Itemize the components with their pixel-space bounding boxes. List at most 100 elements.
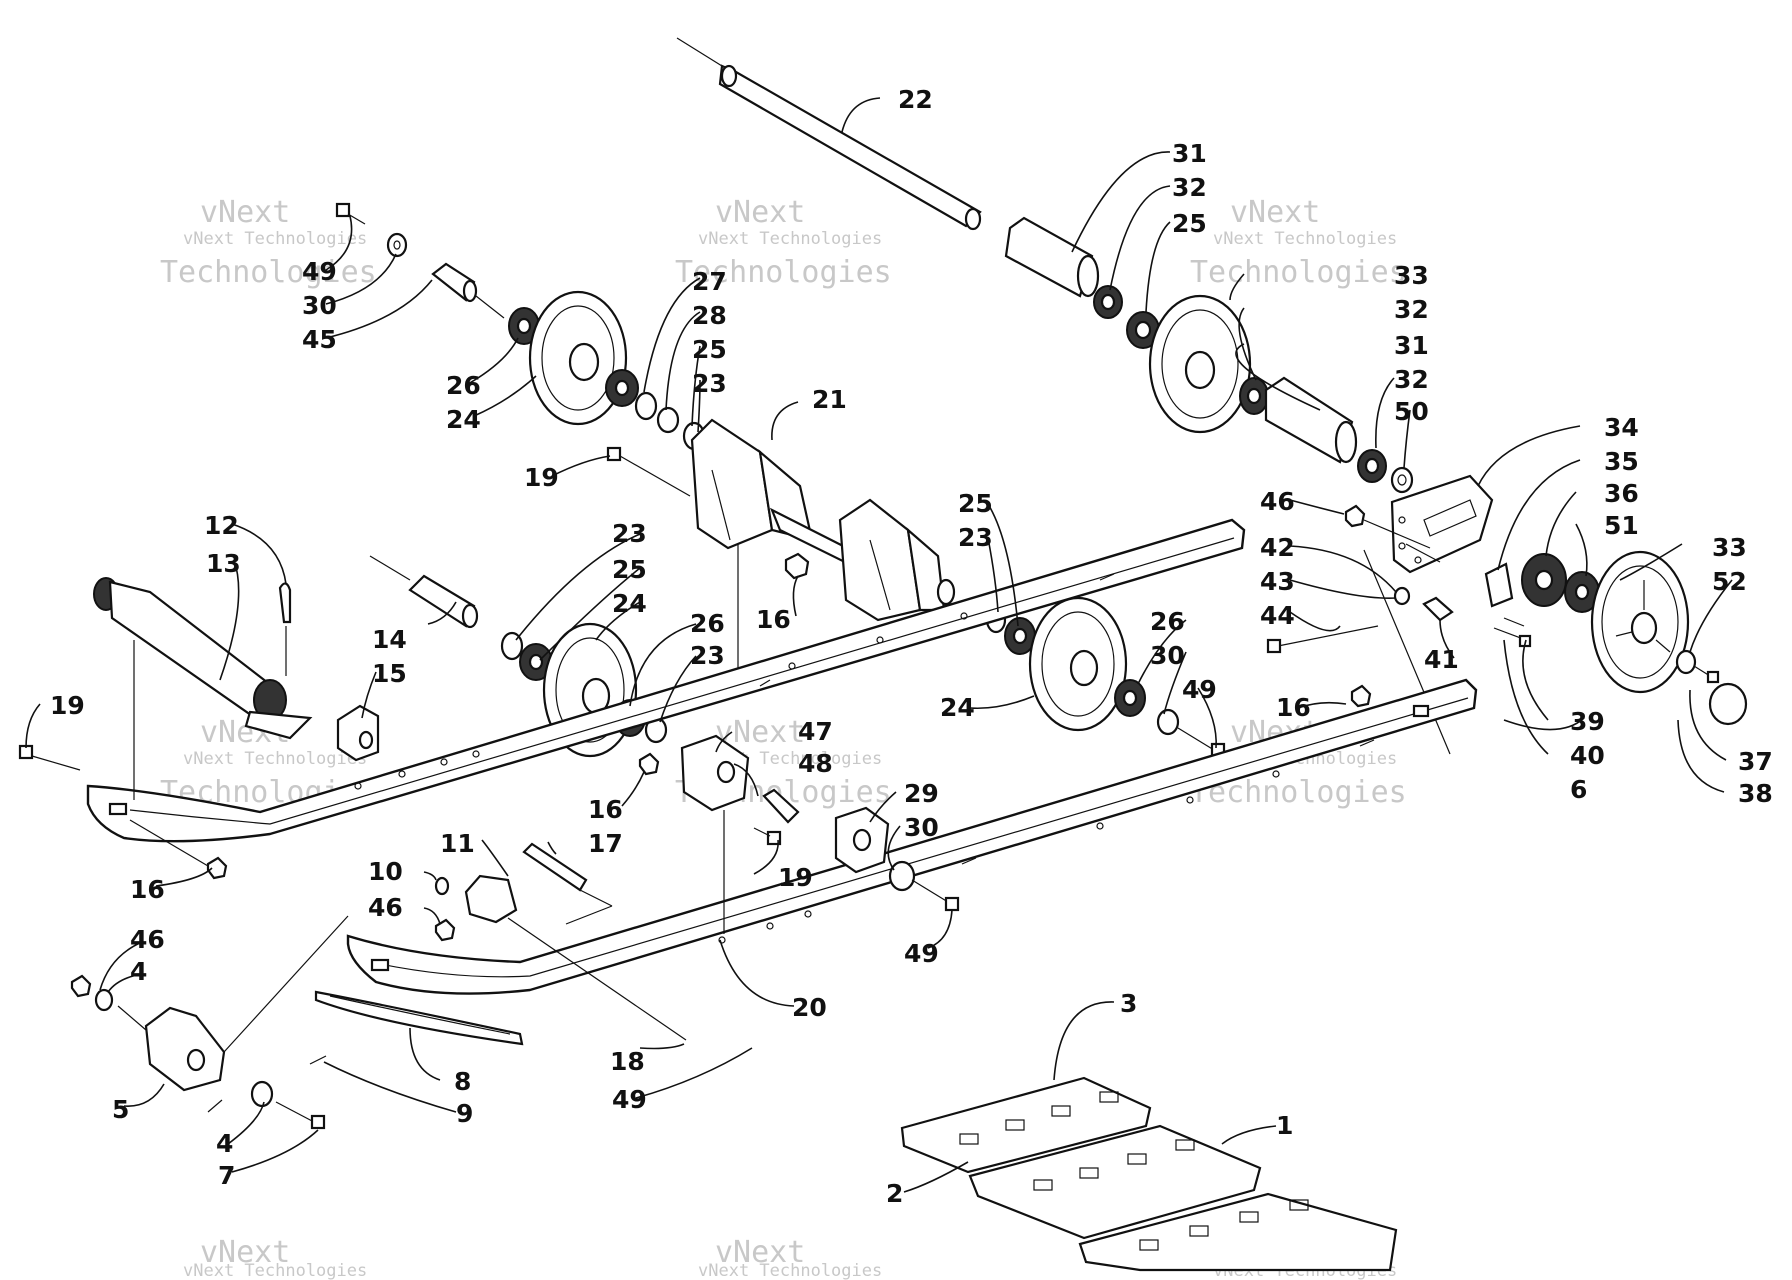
washer xyxy=(1156,708,1180,736)
callout-51: 51 xyxy=(1604,511,1639,540)
callout-24: 24 xyxy=(612,589,647,618)
callout-26: 26 xyxy=(690,609,725,638)
washer xyxy=(386,232,408,258)
washer xyxy=(1393,586,1411,606)
bolt xyxy=(911,879,960,912)
bushing xyxy=(1114,679,1146,717)
callout-40: 40 xyxy=(1570,741,1605,770)
svg-text:vNext: vNext xyxy=(715,195,805,230)
bracket xyxy=(336,704,380,762)
hub xyxy=(1521,553,1567,607)
callout-19: 19 xyxy=(778,863,813,892)
washer xyxy=(94,988,114,1012)
bushing xyxy=(1093,285,1123,319)
callout-5: 5 xyxy=(112,1095,129,1124)
callout-25: 25 xyxy=(958,489,993,518)
callout-12: 12 xyxy=(204,511,239,540)
callout-30: 30 xyxy=(1150,641,1185,670)
bushing xyxy=(1357,449,1387,483)
nut xyxy=(784,552,810,580)
washer xyxy=(434,876,450,896)
callout-24: 24 xyxy=(446,405,481,434)
callout-30: 30 xyxy=(904,813,939,842)
cotter-pin xyxy=(278,582,292,676)
hub-cap xyxy=(1708,682,1748,726)
wear-strip xyxy=(314,990,524,1046)
slide-rail xyxy=(86,518,1246,843)
callout-15: 15 xyxy=(372,659,407,688)
spacer xyxy=(431,262,478,303)
torsion-arm xyxy=(93,577,313,800)
callout-52: 52 xyxy=(1712,567,1747,596)
callout-16: 16 xyxy=(1276,693,1311,722)
callout-8: 8 xyxy=(454,1067,471,1096)
bushing xyxy=(605,369,639,407)
watermark: vNext vNext Technologies xyxy=(183,1235,367,1280)
bushing xyxy=(508,307,540,345)
callout-19: 19 xyxy=(524,463,559,492)
svg-text:Technologies: Technologies xyxy=(160,255,377,290)
nut xyxy=(1344,504,1366,528)
callout-31: 31 xyxy=(1172,139,1207,168)
bolt xyxy=(335,202,366,225)
svg-text:vNext Technologies: vNext Technologies xyxy=(183,749,367,769)
callout-13: 13 xyxy=(206,549,241,578)
rear-wheel xyxy=(1590,550,1690,694)
callout-17: 17 xyxy=(588,829,623,858)
track-belt xyxy=(900,1076,1398,1272)
callout-14: 14 xyxy=(372,625,407,654)
callout-37: 37 xyxy=(1738,747,1773,776)
pivot-arm xyxy=(690,418,956,622)
bolt xyxy=(275,1101,326,1130)
bolt xyxy=(1503,617,1525,627)
nut xyxy=(638,752,660,776)
callout-49: 49 xyxy=(904,939,939,968)
callout-49: 49 xyxy=(1182,675,1217,704)
spacer-rod xyxy=(522,842,613,925)
front-bumper xyxy=(144,1006,226,1092)
bushing xyxy=(1004,617,1036,655)
callout-46: 46 xyxy=(1260,487,1295,516)
washer xyxy=(1390,466,1414,494)
callout-49: 49 xyxy=(612,1085,647,1114)
callout-27: 27 xyxy=(692,267,727,296)
watermark-group: vNext vNext Technologies Technologies vN… xyxy=(160,195,1407,1280)
leader-lines xyxy=(25,97,1733,1193)
callout-36: 36 xyxy=(1604,479,1639,508)
callout-16: 16 xyxy=(588,795,623,824)
callout-28: 28 xyxy=(692,301,727,330)
callout-32: 32 xyxy=(1394,295,1429,324)
idler-wheel xyxy=(1148,294,1252,434)
bolt xyxy=(606,446,691,497)
screw xyxy=(309,1055,327,1065)
svg-text:vNext: vNext xyxy=(200,195,290,230)
watermark: vNext vNext Technologies Technologies xyxy=(675,195,892,290)
callout-35: 35 xyxy=(1604,447,1639,476)
idler-wheel xyxy=(528,290,628,426)
watermark: vNext vNext Technologies Technologies xyxy=(1190,195,1407,290)
callout-26: 26 xyxy=(1150,607,1185,636)
callout-2: 2 xyxy=(886,1179,903,1208)
callout-18: 18 xyxy=(610,1047,645,1076)
callout-16: 16 xyxy=(130,875,165,904)
callout-20: 20 xyxy=(792,993,827,1022)
callout-25: 25 xyxy=(1172,209,1207,238)
svg-text:vNext: vNext xyxy=(200,1235,290,1270)
bolt xyxy=(18,744,81,771)
callout-44: 44 xyxy=(1260,601,1295,630)
callout-46: 46 xyxy=(130,925,165,954)
callout-3: 3 xyxy=(1120,989,1137,1018)
svg-text:vNext Technologies: vNext Technologies xyxy=(698,229,882,249)
spacer xyxy=(408,574,479,629)
callout-16: 16 xyxy=(756,605,791,634)
callout-22: 22 xyxy=(898,85,933,114)
svg-text:vNext Technologies: vNext Technologies xyxy=(183,229,367,249)
callout-4: 4 xyxy=(130,957,147,986)
bolt xyxy=(753,827,782,846)
callout-46: 46 xyxy=(368,893,403,922)
callout-33: 33 xyxy=(1712,533,1747,562)
bolt xyxy=(1693,665,1720,684)
washer xyxy=(1675,649,1697,675)
callout-10: 10 xyxy=(368,857,403,886)
washer xyxy=(656,406,680,434)
